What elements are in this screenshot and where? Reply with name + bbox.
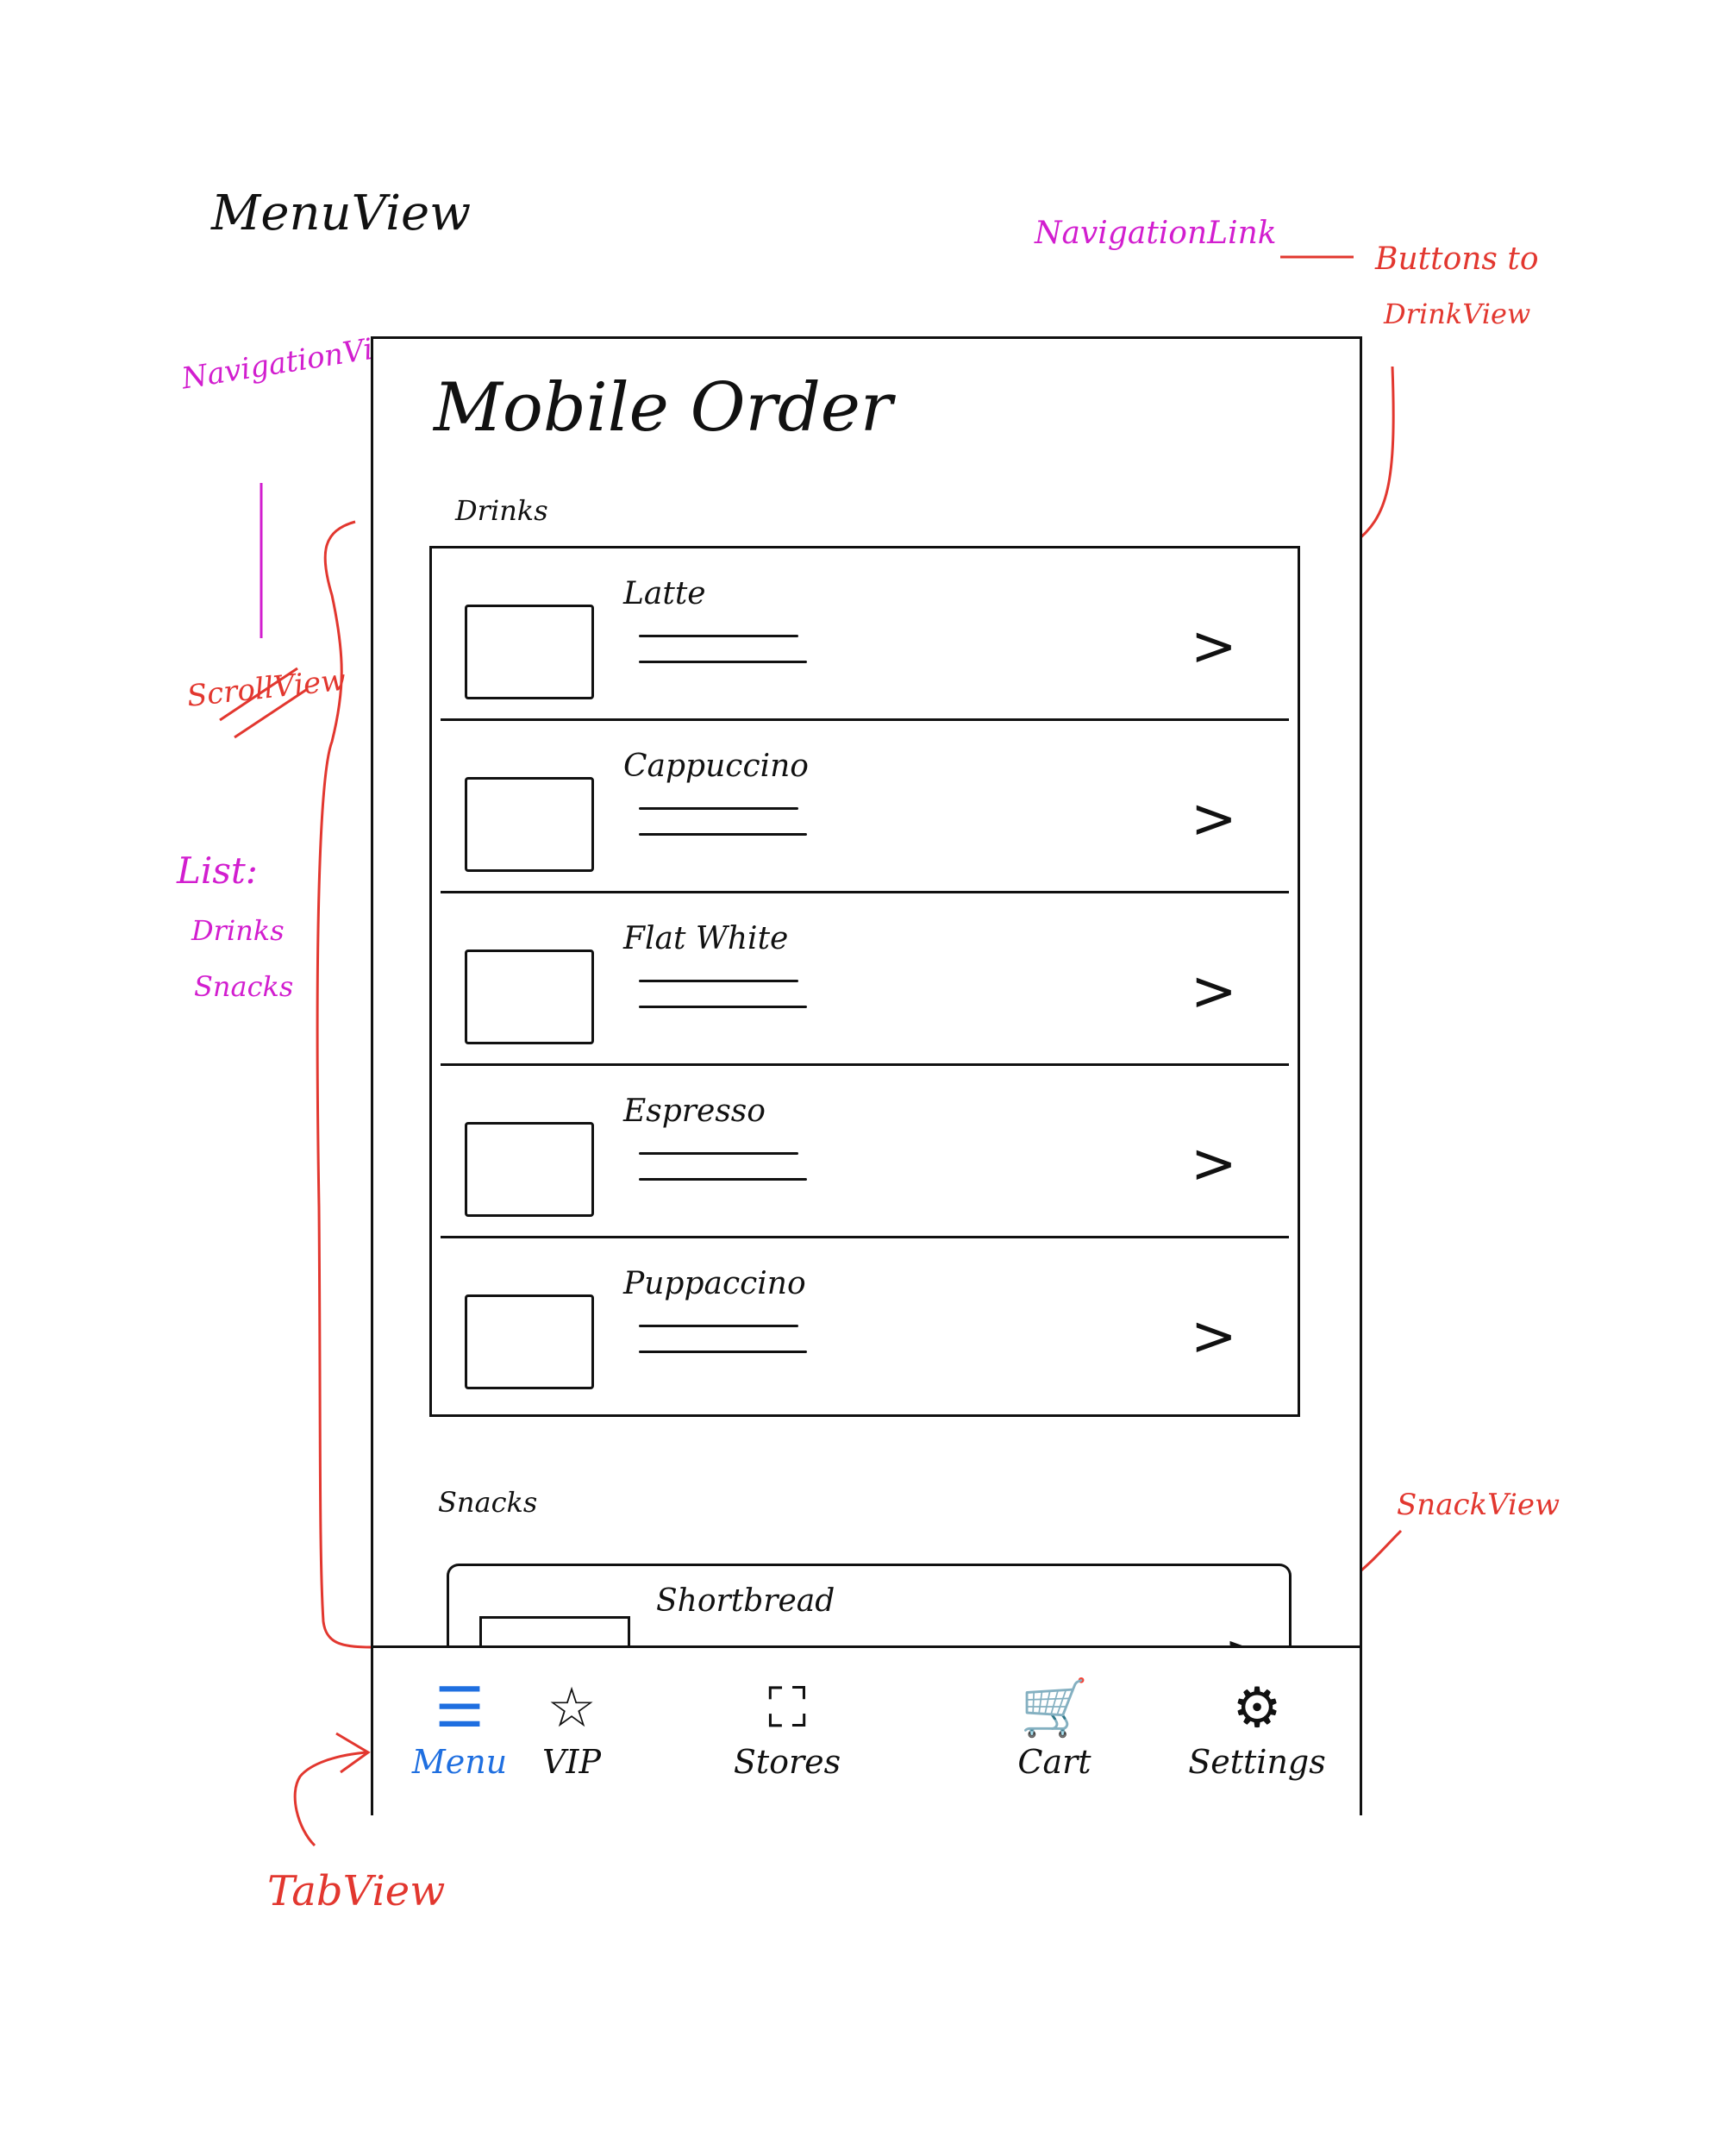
chevron-right-icon[interactable]: > <box>1191 615 1237 679</box>
drink-name: Espresso <box>623 1094 766 1129</box>
annotation-list: List: <box>177 849 258 892</box>
annotation-list-snacks: Snacks <box>194 970 294 1003</box>
description-line <box>639 1152 798 1155</box>
tab-label: VIP <box>541 1743 602 1781</box>
drinks-list: Latte > Cappuccino > Flat White > Espres… <box>429 546 1300 1417</box>
row-divider <box>441 1236 1289 1238</box>
row-divider <box>441 1063 1289 1066</box>
drink-thumbnail <box>465 950 594 1044</box>
list-icon: ☰ <box>435 1677 485 1740</box>
drink-thumbnail <box>465 1294 594 1389</box>
description-line <box>639 1178 807 1181</box>
phone-screen: Mobile Order Drinks Latte > Cappuccino >… <box>371 336 1362 1815</box>
drink-row-puppaccino[interactable]: Puppaccino > <box>432 1238 1298 1411</box>
map-icon: ⛶ <box>767 1677 807 1740</box>
tab-stores[interactable]: ⛶ Stores <box>701 1674 873 1781</box>
drink-thumbnail <box>465 605 594 699</box>
drink-row-latte[interactable]: Latte > <box>432 548 1298 721</box>
tab-label: Menu <box>411 1743 508 1781</box>
drink-name: Puppaccino <box>623 1266 806 1301</box>
description-line <box>639 807 798 810</box>
tab-cart[interactable]: 🛒 Cart <box>968 1674 1141 1781</box>
tab-label: Stores <box>733 1743 841 1781</box>
tabview-arrowhead <box>335 1732 371 1774</box>
drink-name: Cappuccino <box>623 749 809 784</box>
chevron-right-icon[interactable]: > <box>1191 787 1237 851</box>
nav-title: Mobile Order <box>434 369 893 447</box>
annotation-navigation-link: NavigationLink <box>1035 216 1277 251</box>
cart-icon: 🛒 <box>1020 1677 1089 1740</box>
scrollview-strike-1 <box>219 667 298 722</box>
tab-label: Settings <box>1188 1743 1326 1781</box>
annotation-snack-view: SnackView <box>1397 1488 1561 1522</box>
chevron-right-icon[interactable]: > <box>1191 960 1237 1024</box>
description-line <box>639 1006 807 1008</box>
star-icon: ☆ <box>547 1677 597 1740</box>
drinks-section-header: Drinks <box>455 494 548 527</box>
scrollview-strike-2 <box>234 688 307 739</box>
drink-row-cappuccino[interactable]: Cappuccino > <box>432 721 1298 893</box>
tab-settings[interactable]: ⚙ Settings <box>1171 1674 1343 1781</box>
tabview-arrow <box>293 1751 367 1847</box>
tab-menu[interactable]: ☰ Menu <box>373 1674 546 1781</box>
snacks-section-header: Snacks <box>438 1486 538 1519</box>
tab-bar: ☰ Menu ☆ VIP ⛶ Stores 🛒 Cart ⚙ Settings <box>373 1645 1360 1815</box>
drink-name: Flat White <box>623 921 789 956</box>
scroll-bracket <box>316 520 372 1649</box>
drink-thumbnail <box>465 1122 594 1217</box>
annotation-list-drinks: Drinks <box>191 914 285 947</box>
description-line <box>639 1351 807 1353</box>
gear-icon: ⚙ <box>1232 1677 1282 1740</box>
description-line <box>639 980 798 982</box>
row-divider <box>441 891 1289 893</box>
description-line <box>639 661 807 663</box>
drink-row-espresso[interactable]: Espresso > <box>432 1066 1298 1238</box>
chevron-right-icon[interactable]: > <box>1191 1132 1237 1196</box>
drink-row-flat-white[interactable]: Flat White > <box>432 893 1298 1066</box>
drink-name: Latte <box>623 576 706 611</box>
snack-name: Shortbread <box>656 1583 835 1619</box>
tab-vip[interactable]: ☆ VIP <box>485 1674 658 1781</box>
snack-thumbnail <box>479 1616 630 1667</box>
description-line <box>639 1325 798 1327</box>
chevron-right-icon[interactable]: > <box>1191 1305 1237 1369</box>
description-line <box>639 635 798 637</box>
annotation-drinkview: DrinkView <box>1384 298 1531 330</box>
row-divider <box>441 718 1289 721</box>
page-title: MenuView <box>211 185 472 241</box>
description-line <box>639 833 807 836</box>
annotation-buttons-to: Buttons to <box>1375 241 1539 277</box>
drink-thumbnail <box>465 777 594 872</box>
annotation-tab-view: TabView <box>267 1867 446 1915</box>
tab-label: Cart <box>1017 1743 1091 1781</box>
